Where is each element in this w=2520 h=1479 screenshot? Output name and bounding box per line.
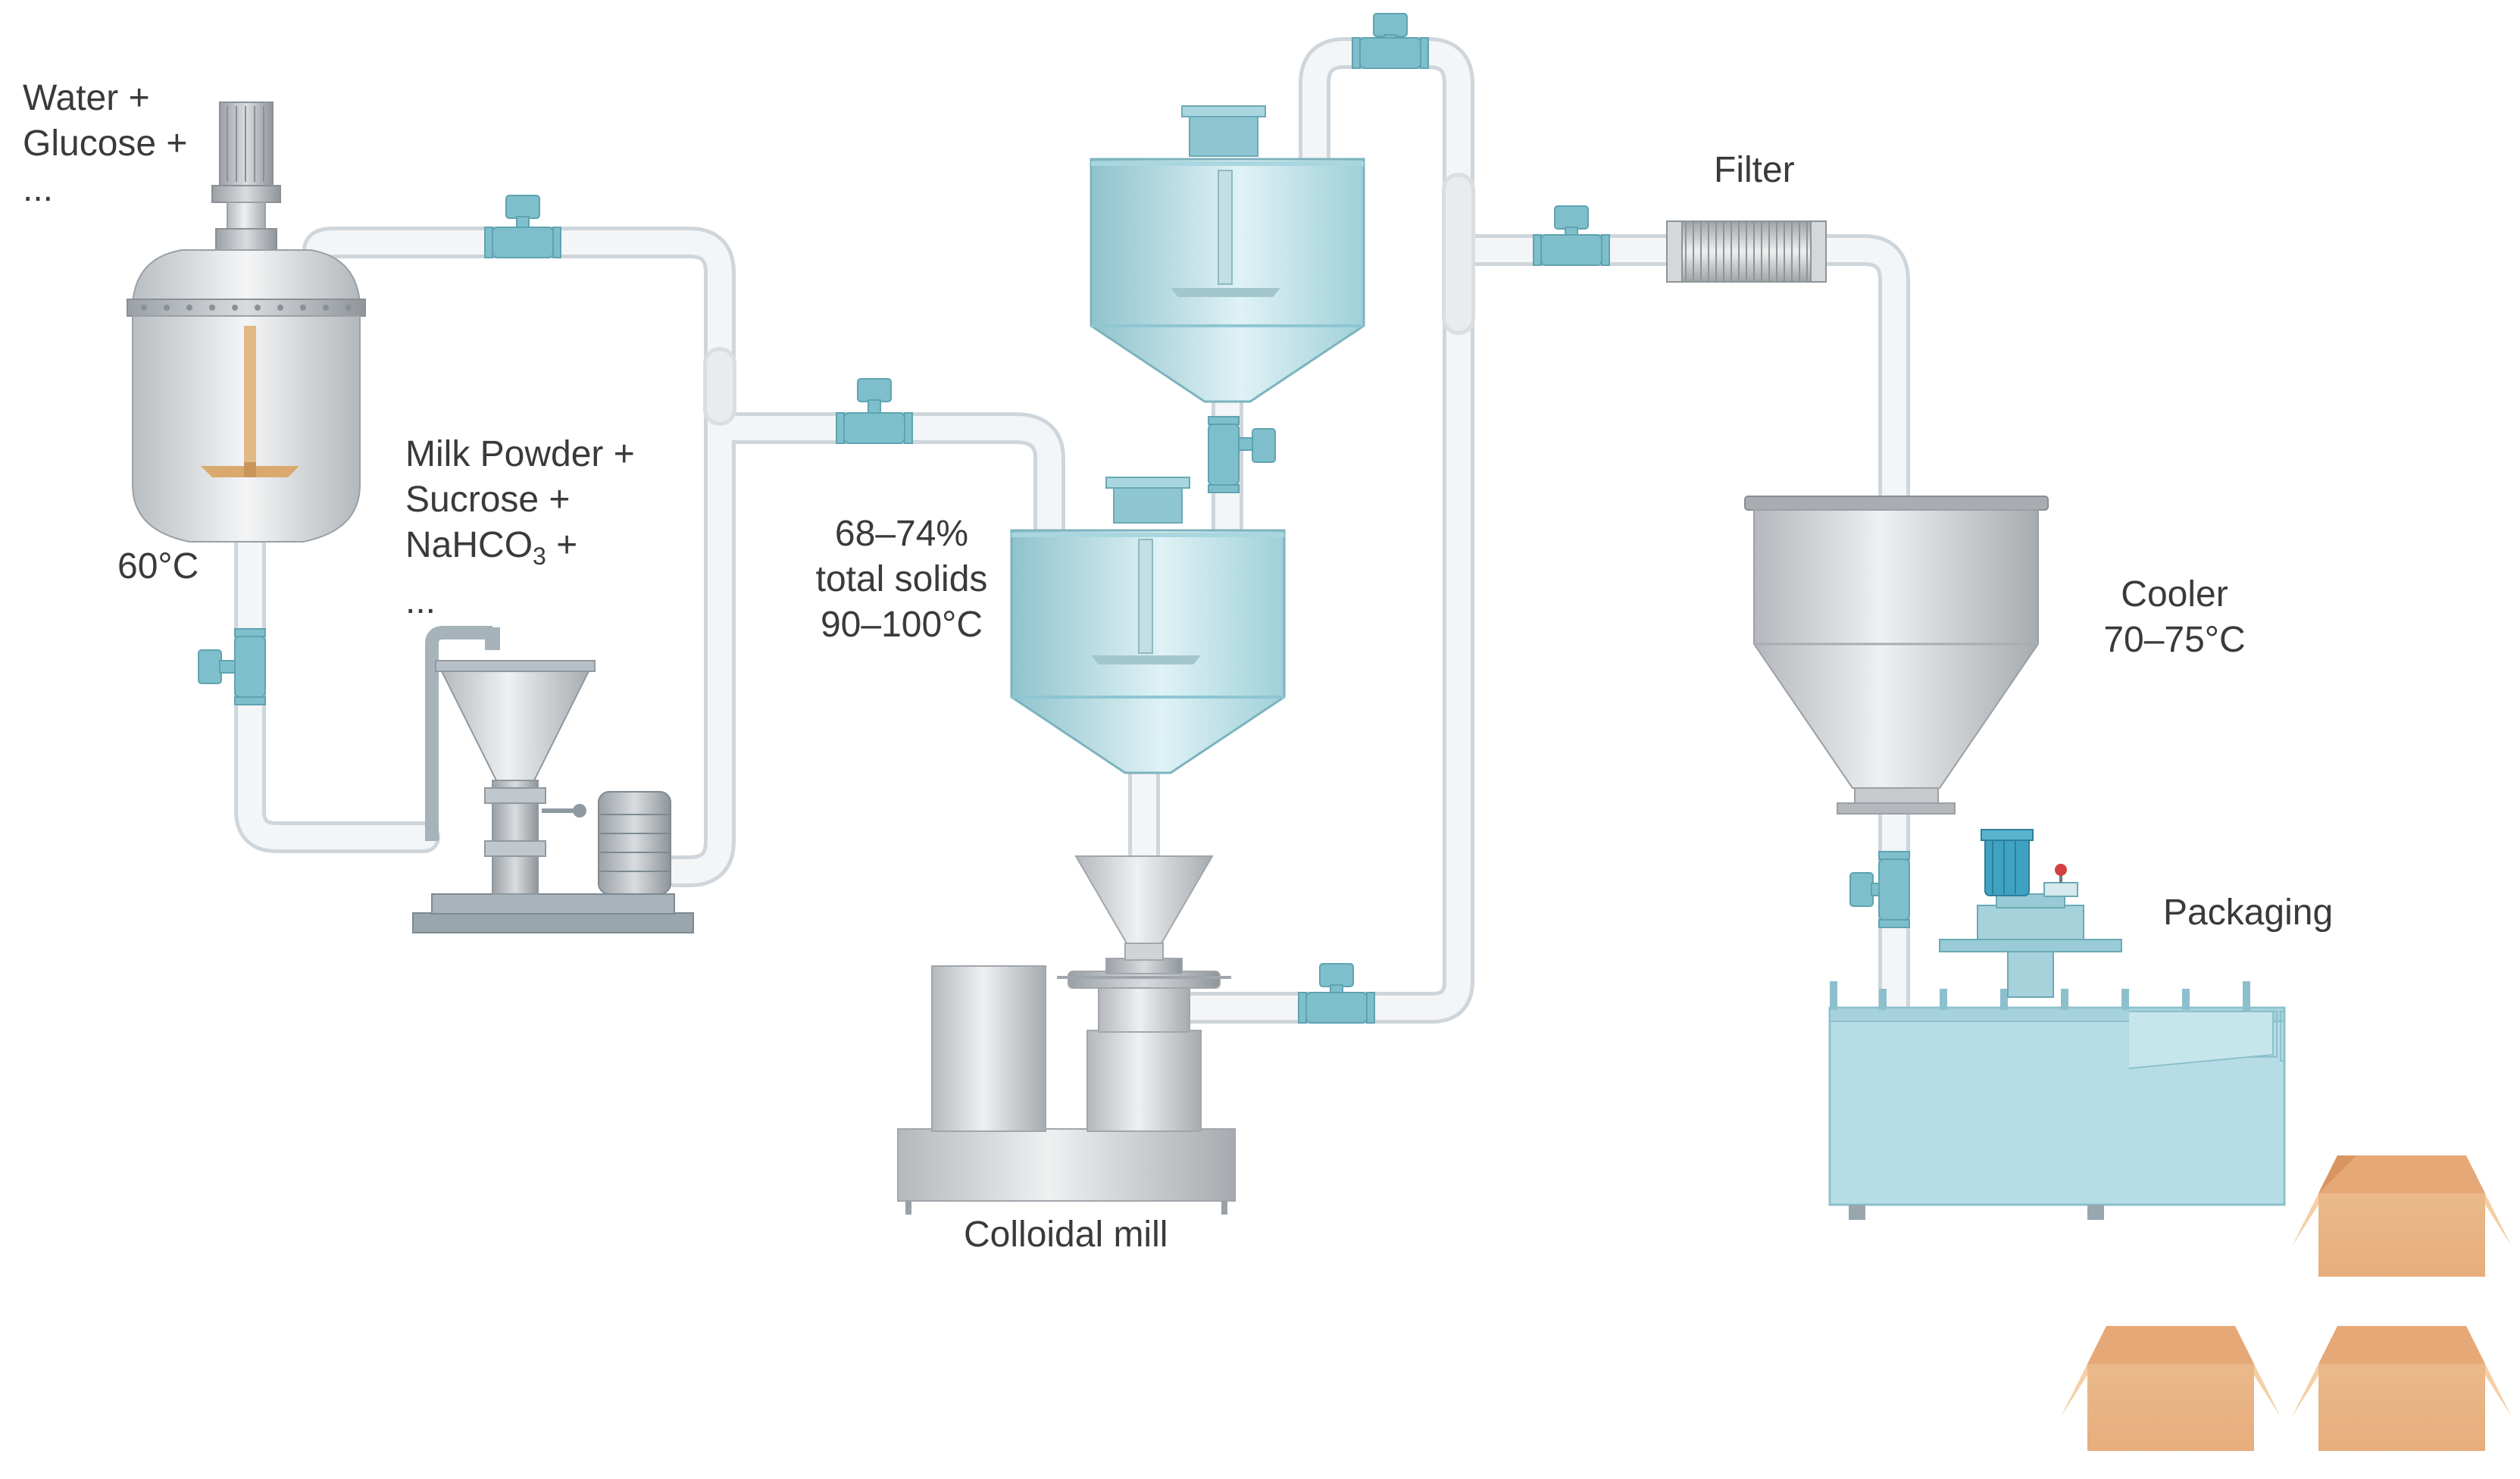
mixing-reactor: [127, 102, 366, 543]
formula-text: NaHCO: [405, 525, 533, 565]
box-icon: [2292, 1155, 2512, 1277]
filter-label: Filter: [1714, 150, 1795, 190]
evaporator-label: 68–74% total solids 90–100°C: [803, 511, 1000, 648]
input1-line1: Water +: [23, 78, 150, 118]
evaporator-line1: 68–74%: [834, 514, 969, 554]
colloidal-mill-label: Colloidal mill: [964, 1215, 1168, 1255]
cooler-line2: 70–75°C: [2103, 620, 2246, 660]
input2-line3: NaHCO3 +: [405, 523, 635, 579]
valve-icon: [836, 378, 913, 444]
formula-subscript: 3: [533, 543, 546, 570]
input1-line2: Glucose +: [23, 124, 188, 164]
cooler-hopper: [1744, 496, 2049, 815]
reactor-temp-label: 60°C: [117, 546, 199, 586]
input2-line1: Milk Powder +: [405, 434, 635, 474]
valve-icon: [1298, 963, 1375, 1024]
valves: [198, 13, 1910, 1024]
packaging-label: Packaging: [2163, 893, 2334, 933]
valve-icon: [1533, 205, 1610, 266]
packaged-boxes: [2061, 1155, 2512, 1451]
valve-icon: [1352, 13, 1429, 69]
valve-icon: [1849, 851, 1910, 928]
cooler-line1: Cooler: [2121, 574, 2228, 614]
cooler-label: Cooler 70–75°C: [2076, 572, 2273, 663]
valve-icon: [1208, 416, 1276, 493]
pipe-reactor-bottom: [234, 514, 440, 853]
input1-label: Water + Glucose + ...: [23, 76, 187, 212]
valve-icon: [198, 628, 266, 705]
box-icon: [2292, 1326, 2512, 1451]
lower-tank: [1010, 477, 1286, 774]
input2-line4: ...: [405, 581, 436, 621]
evaporator-line2: total solids: [815, 559, 988, 599]
input1-line3: ...: [23, 169, 54, 209]
valve-icon: [484, 195, 561, 258]
upper-tank: [1090, 105, 1365, 403]
colloidal-mill-machine: [897, 855, 1236, 1215]
formula-suffix: +: [546, 525, 578, 565]
filter-unit: [1666, 220, 1827, 283]
input2-label: Milk Powder + Sucrose + NaHCO3 + ...: [405, 432, 635, 624]
packaging-machine: [1828, 829, 2286, 1220]
evaporator-line3: 90–100°C: [820, 605, 983, 645]
powder-mixer-pump: [412, 626, 694, 933]
input2-line2: Sucrose +: [405, 480, 571, 520]
box-icon: [2061, 1326, 2281, 1451]
